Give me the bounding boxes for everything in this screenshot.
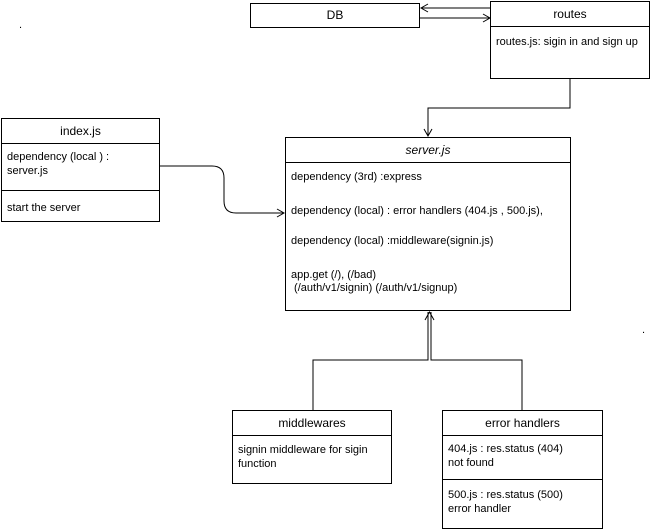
routes-to-server-arrow (427, 79, 571, 136)
routes-title: routes (491, 2, 649, 27)
error-handler-404: 404.js : res.status (404) not found (443, 436, 602, 480)
server-box[interactable]: server.js dependency (3rd) :express depe… (285, 137, 571, 311)
server-dep-middleware: dependency (local) :middleware(signin.js… (291, 235, 494, 247)
server-dep-express: dependency (3rd) :express (291, 171, 422, 183)
error-handlers-box[interactable]: error handlers 404.js : res.status (404)… (442, 410, 603, 529)
middlewares-to-server-arrow (312, 312, 429, 410)
server-routes-line1: app.get (/), (/bad) (291, 269, 376, 281)
index-start: start the server (7, 202, 81, 214)
server-title: server.js (286, 138, 570, 163)
middlewares-body: signin middleware for sigin function (238, 444, 368, 470)
stray-dot: . (19, 19, 23, 31)
middlewares-title: middlewares (233, 411, 391, 436)
errorhandlers-to-server-arrow (430, 312, 523, 410)
routes-box[interactable]: routes routes.js: sigin in and sign up (490, 1, 650, 79)
error-handlers-title: error handlers (443, 411, 602, 436)
middlewares-box[interactable]: middlewares signin middleware for sigin … (232, 410, 392, 484)
server-dep-error-handlers: dependency (local) : error handlers (404… (291, 205, 543, 217)
index-box[interactable]: index.js dependency (local ) : server.js… (1, 118, 160, 222)
server-routes-line2: (/auth/v1/signin) (/auth/v1/signup) (291, 282, 458, 294)
server-routes: app.get (/), (/bad) (/auth/v1/signin) (/… (286, 261, 570, 295)
error-handler-500: 500.js : res.status (500) error handler (448, 489, 563, 515)
index-title: index.js (2, 119, 159, 144)
routes-body: routes.js: sigin in and sign up (496, 36, 638, 48)
db-label: DB (326, 8, 344, 22)
db-box[interactable]: DB (250, 3, 420, 28)
stray-dot: . (642, 324, 646, 336)
index-to-server-arrow (160, 165, 284, 214)
index-dependency: dependency (local ) : server.js (2, 144, 159, 191)
server-dependencies: dependency (3rd) :express dependency (lo… (286, 163, 570, 261)
